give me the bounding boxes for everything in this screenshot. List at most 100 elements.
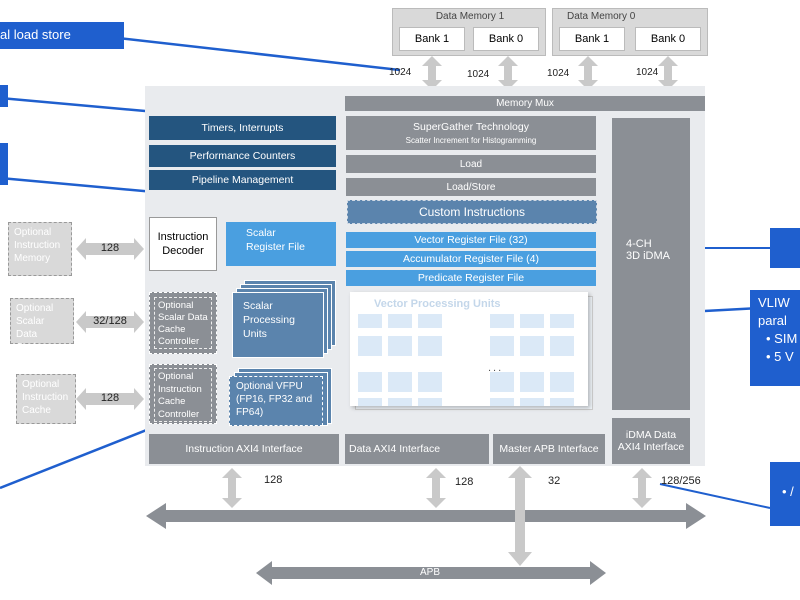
srf-line-1: Scalar bbox=[246, 227, 276, 239]
data-memory-1-title: Data Memory 1 bbox=[435, 11, 505, 22]
pointer-line-bus bbox=[659, 483, 771, 509]
callout-custom-stub bbox=[0, 143, 8, 185]
vpu-ellipsis: ... bbox=[488, 362, 504, 374]
idma-axi-line-2: AXI4 Interface bbox=[617, 441, 685, 453]
osdcc-line-3: Cache bbox=[158, 324, 186, 335]
dm0-bank-1: Bank 1 bbox=[559, 27, 625, 51]
dm0-bank-0: Bank 0 bbox=[635, 27, 701, 51]
instruction-axi4-interface: Instruction AXI4 Interface bbox=[149, 434, 339, 464]
vfpu-line-3: FP64) bbox=[236, 407, 264, 418]
oic-line-3: Cache bbox=[22, 405, 51, 416]
pointer-line-loadstore bbox=[117, 36, 401, 72]
vpu-cell bbox=[358, 398, 382, 406]
vpu-cell bbox=[358, 314, 382, 328]
bus-width-idma: 128/256 bbox=[661, 475, 701, 487]
oicc-line-4: Controller bbox=[158, 408, 200, 420]
scalar-register-file: Scalar Register File bbox=[226, 222, 336, 266]
performance-counters: Performance Counters bbox=[149, 145, 336, 167]
ext-arrow-oim bbox=[76, 238, 144, 260]
osdcc-line-4: Controller bbox=[158, 336, 200, 347]
vpu-cell bbox=[550, 372, 574, 392]
vpu-cell bbox=[388, 398, 412, 406]
vpu-cell bbox=[490, 336, 514, 356]
bus-drop-arrows bbox=[222, 468, 652, 508]
vpu-cell bbox=[550, 398, 574, 406]
predicate-register-file: Predicate Register File bbox=[346, 270, 596, 286]
optional-instruction-cache-controller: Optional Instruction Cache Controller bbox=[149, 364, 217, 424]
apb-bus-label: APB bbox=[419, 567, 440, 578]
bus-arrow-instr bbox=[222, 468, 242, 508]
callout-load-store-text: al load store bbox=[0, 27, 71, 42]
oicc-line-3: Cache bbox=[158, 396, 186, 407]
vliw-bullet-2: • 5 V bbox=[766, 349, 794, 364]
optional-scalar-data-cache: Optional Scalar Data Cache bbox=[10, 298, 74, 353]
idma-label-1: 4-CH bbox=[626, 238, 652, 250]
spu-line-3: Units bbox=[243, 328, 267, 340]
callout-idma bbox=[770, 228, 800, 268]
oic-line-1: Optional bbox=[22, 379, 60, 390]
load-store-unit: Load/Store bbox=[346, 178, 596, 196]
bus-arrow-idma bbox=[632, 468, 652, 508]
vector-processing-units: Vector Processing Units ... bbox=[350, 292, 588, 406]
oim-line-2: Instruction bbox=[14, 240, 61, 251]
optional-vfpu: Optional VFPU (FP16, FP32 and FP64) bbox=[229, 376, 323, 426]
vpu-cell bbox=[418, 398, 442, 406]
dm1-bank-1: Bank 1 bbox=[399, 27, 465, 51]
mem-arrow-3 bbox=[578, 56, 598, 90]
bus-arrow-data bbox=[426, 468, 446, 508]
vliw-title: VLIW bbox=[758, 295, 790, 310]
optional-instruction-cache: Optional Instruction Cache bbox=[16, 374, 76, 424]
pipeline-management: Pipeline Management bbox=[149, 170, 336, 190]
vpu-cell bbox=[520, 314, 544, 328]
idma-axi4-interface: iDMA Data AXI4 Interface bbox=[612, 418, 690, 464]
callout-vliw: VLIW paral • SIM • 5 V bbox=[750, 290, 800, 386]
vpu-cell bbox=[418, 336, 442, 356]
mem-arrow-1 bbox=[422, 56, 442, 90]
bus-width-instr: 128 bbox=[264, 474, 283, 486]
mem-width-1: 1024 bbox=[389, 67, 412, 78]
vpu-cell bbox=[358, 372, 382, 392]
vpu-cell bbox=[490, 398, 514, 406]
osdc-line-1: Optional bbox=[16, 303, 54, 314]
vpu-cell bbox=[490, 372, 514, 392]
osdcc-line-1: Optional bbox=[158, 300, 194, 311]
mem-width-3: 1024 bbox=[547, 68, 570, 79]
width-label-osdc: 32/128 bbox=[93, 315, 127, 327]
memory-mux: Memory Mux bbox=[345, 96, 705, 111]
vfpu-line-2: (FP16, FP32 and bbox=[236, 394, 313, 405]
spu-line-2: Processing bbox=[243, 314, 295, 326]
dm1-bank-0: Bank 0 bbox=[473, 27, 539, 51]
supergather: SuperGather Technology Scatter Increment… bbox=[346, 116, 596, 150]
vpu-cell bbox=[520, 398, 544, 406]
data-memory-1: Data Memory 1 Bank 1 Bank 0 bbox=[392, 8, 546, 56]
timers-interrupts: Timers, Interrupts bbox=[149, 116, 336, 140]
mem-width-2: 1024 bbox=[467, 69, 490, 80]
memory-arrows bbox=[422, 56, 678, 90]
ext-arrow-osdc bbox=[76, 311, 144, 333]
oicc-line-2: Instruction bbox=[158, 383, 202, 395]
vpu-cell bbox=[520, 336, 544, 356]
vpu-cell bbox=[388, 336, 412, 356]
callout-timers-stub bbox=[0, 85, 8, 107]
osdc-line-2: Scalar Data bbox=[16, 316, 45, 340]
vpu-cell bbox=[550, 314, 574, 328]
vpu-title: Vector Processing Units bbox=[374, 298, 501, 310]
mem-width-4: 1024 bbox=[636, 67, 659, 78]
axi-bus-arrow bbox=[146, 503, 706, 529]
callout-load-store: al load store bbox=[0, 22, 124, 49]
oic-line-2: Instruction bbox=[22, 392, 69, 403]
optional-scalar-data-cache-controller: Optional Scalar Data Cache Controller bbox=[149, 292, 217, 354]
data-axi4-interface: Data AXI4 Interface bbox=[345, 434, 489, 464]
master-apb-interface: Master APB Interface bbox=[493, 434, 605, 464]
osdc-line-3: Cache bbox=[16, 342, 45, 353]
scalar-processing-units: Scalar Processing Units bbox=[232, 292, 324, 358]
mem-arrow-2 bbox=[498, 56, 518, 90]
data-memory-0-title: Data Memory 0 bbox=[567, 11, 636, 22]
ext-arrow-oic bbox=[76, 388, 144, 410]
idma-block: 4-CH 3D iDMA bbox=[612, 118, 690, 410]
oim-line-3: Memory bbox=[14, 253, 51, 264]
idecoder-line-2: Decoder bbox=[162, 245, 204, 257]
vfpu-line-1: Optional VFPU bbox=[236, 381, 303, 392]
vpu-cell bbox=[550, 336, 574, 356]
